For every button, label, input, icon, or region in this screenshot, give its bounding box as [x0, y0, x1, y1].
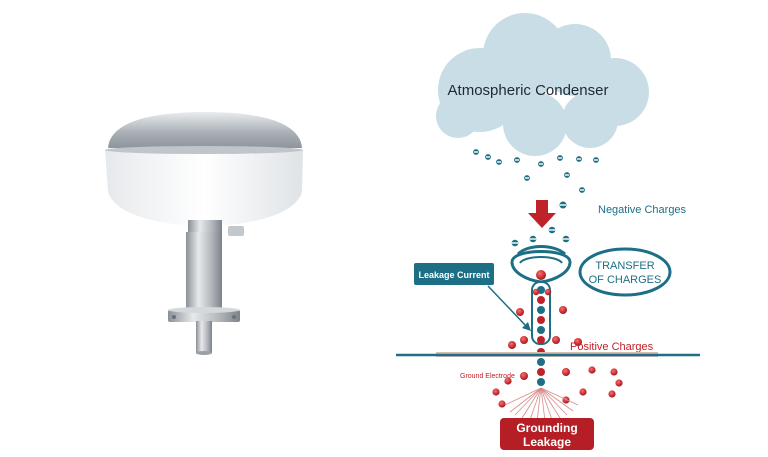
- negative-charges: [471, 147, 601, 248]
- cloud-label: Atmospheric Condenser: [448, 82, 609, 99]
- leakage-pointer-arrowhead: [522, 322, 531, 331]
- negative-charge-dot: [471, 147, 601, 248]
- transfer-of-charges-badge: [578, 247, 672, 297]
- down-arrow-icon: [528, 200, 556, 228]
- ground-electrode-label: Ground Electrode: [460, 373, 515, 380]
- transfer-label-line1: TRANSFER: [595, 260, 654, 272]
- positive-charges: [492, 288, 623, 408]
- ground-dissipation-rays: [504, 387, 579, 422]
- positive-charges-label: Positive Charges: [570, 341, 654, 353]
- leakage-current-box: [414, 263, 494, 285]
- dissipation-terminal-image: [105, 112, 303, 355]
- leakage-pointer: [487, 285, 528, 328]
- grounding-leakage-box: [500, 418, 594, 450]
- grounding-label-line1: Grounding: [516, 421, 577, 435]
- negative-charges-label: Negative Charges: [598, 204, 687, 216]
- transfer-label-line2: OF CHARGES: [589, 274, 662, 286]
- cloud-shape: [436, 13, 649, 156]
- leakage-current-label: Leakage Current: [418, 270, 489, 280]
- grounding-label-line2: Leakage: [523, 435, 571, 449]
